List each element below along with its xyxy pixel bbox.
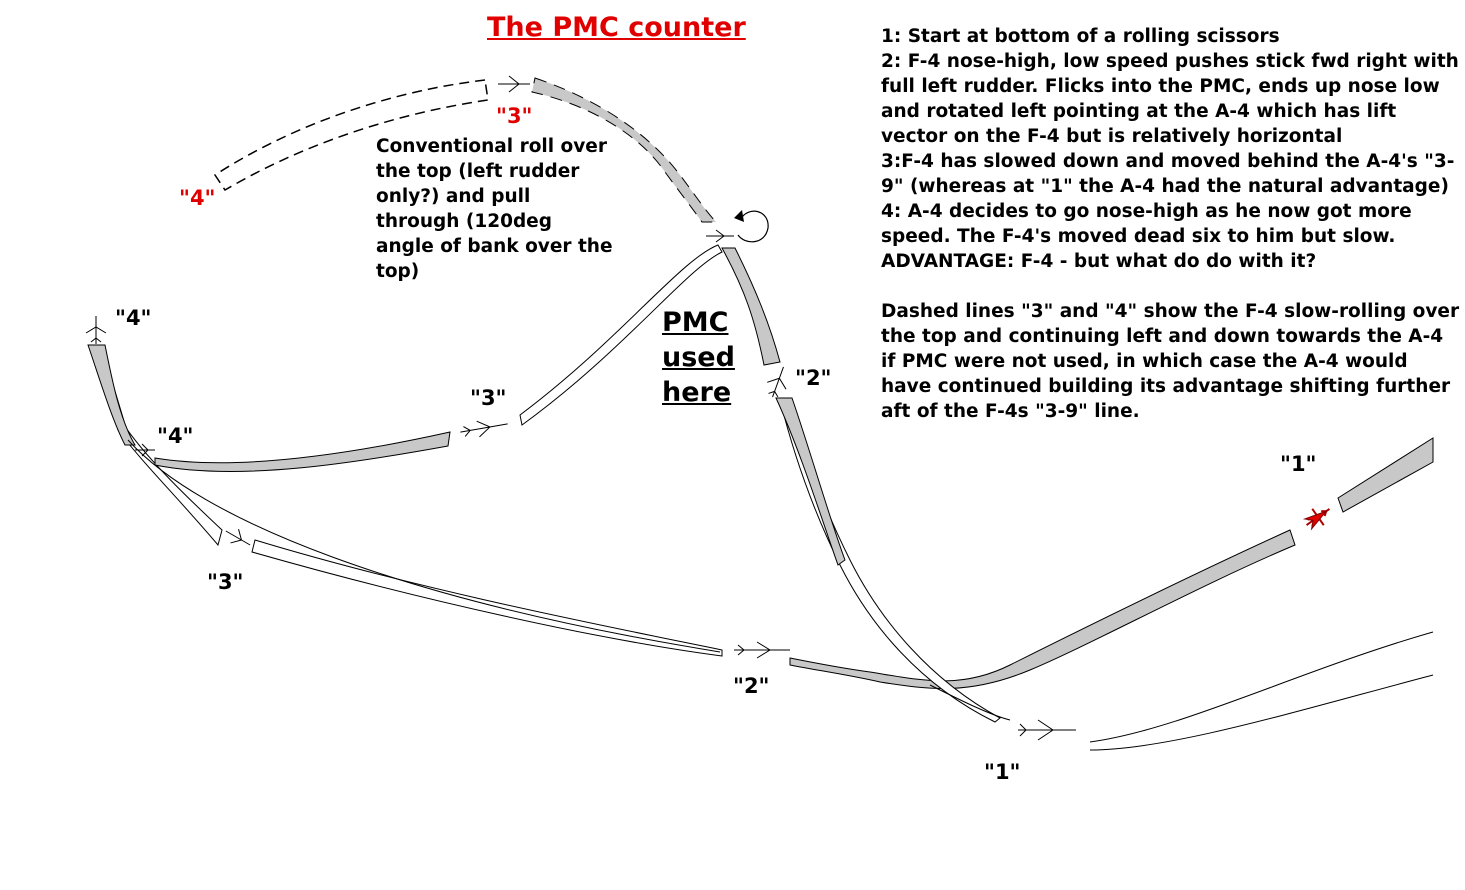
- note-4: 4: A-4 decides to go nose-high as he now…: [881, 201, 1412, 247]
- f4-track-ribbon-pmc-3: [519, 244, 723, 426]
- a4-aircraft-2-icon: [734, 641, 790, 659]
- note-3: 3:F-4 has slowed down and moved behind t…: [881, 151, 1455, 197]
- conventional-roll-note: Conventional roll over the top (left rud…: [376, 136, 613, 282]
- a4-flow-line-crossing: [929, 684, 1011, 721]
- f4-flow-line-left: [127, 439, 721, 653]
- f4-aircraft-1-icon: [1018, 719, 1076, 741]
- label-f4-1: "1": [984, 760, 1021, 784]
- label-dashed-3: "3": [496, 104, 533, 128]
- pmc-rotation-arrow: [737, 210, 769, 243]
- f4-track-ribbon-2-pmc: [721, 247, 781, 366]
- a4-aircraft-3-icon: [225, 528, 251, 546]
- a4-flow-line-lower: [1089, 674, 1434, 751]
- f4-aircraft-2-icon: [767, 366, 787, 398]
- a4-track-ribbon-2-3: [251, 539, 723, 657]
- f4-aircraft-4-icon: [135, 443, 155, 457]
- label-a4-2: "2": [733, 674, 770, 698]
- dashed-path-upper-ribbon: [531, 77, 718, 223]
- pmc-label-line-2: used: [662, 342, 735, 373]
- dashed-path-left-ribbon: [213, 79, 489, 192]
- pmc-label-line-1: PMC: [662, 307, 729, 338]
- f4-track-ribbon-3-4: [154, 431, 451, 472]
- f4-aircraft-pmc-icon: [706, 229, 734, 243]
- explanation-notes: 1: Start at bottom of a rolling scissors…: [881, 24, 1461, 424]
- dashed-f4-aircraft-3-icon: [498, 75, 530, 93]
- label-dashed-4: "4": [179, 186, 216, 210]
- a4-aircraft-4-icon: [85, 316, 107, 344]
- f4-track-ribbon-1-2: [779, 397, 1001, 723]
- a4-track-ribbon-4-top: [87, 344, 136, 446]
- diagram-title: The PMC counter: [487, 12, 746, 43]
- note-1: 1: Start at bottom of a rolling scissors: [881, 26, 1280, 47]
- pmc-label-line-3: here: [662, 377, 732, 408]
- note-dashed-lines: Dashed lines "3" and "4" show the F-4 sl…: [881, 301, 1460, 422]
- a4-track-ribbon-entry: [1337, 437, 1434, 513]
- a4-flow-line-upper: [1089, 631, 1434, 743]
- label-a4-4: "4": [115, 306, 152, 330]
- a4-aircraft-1-icon: [1302, 508, 1331, 531]
- label-a4-3: "3": [207, 570, 244, 594]
- note-2: 2: F-4 nose-high, low speed pushes stick…: [881, 51, 1459, 147]
- f4-aircraft-3-icon: [460, 420, 508, 438]
- a4-track-ribbon-1-2: [789, 529, 1296, 690]
- pmc-used-here-label: PMC used here: [662, 305, 735, 410]
- label-a4-1: "1": [1280, 452, 1317, 476]
- label-f4-2: "2": [795, 366, 832, 390]
- notes-spacer: [881, 274, 1461, 299]
- pmc-rotation-arrowhead: [734, 210, 744, 222]
- label-f4-3: "3": [470, 386, 507, 410]
- note-advantage: ADVANTAGE: F-4 - but what do do with it?: [881, 251, 1317, 272]
- f4-track-ribbon-2-shaded: [775, 397, 846, 566]
- label-f4-4: "4": [157, 424, 194, 448]
